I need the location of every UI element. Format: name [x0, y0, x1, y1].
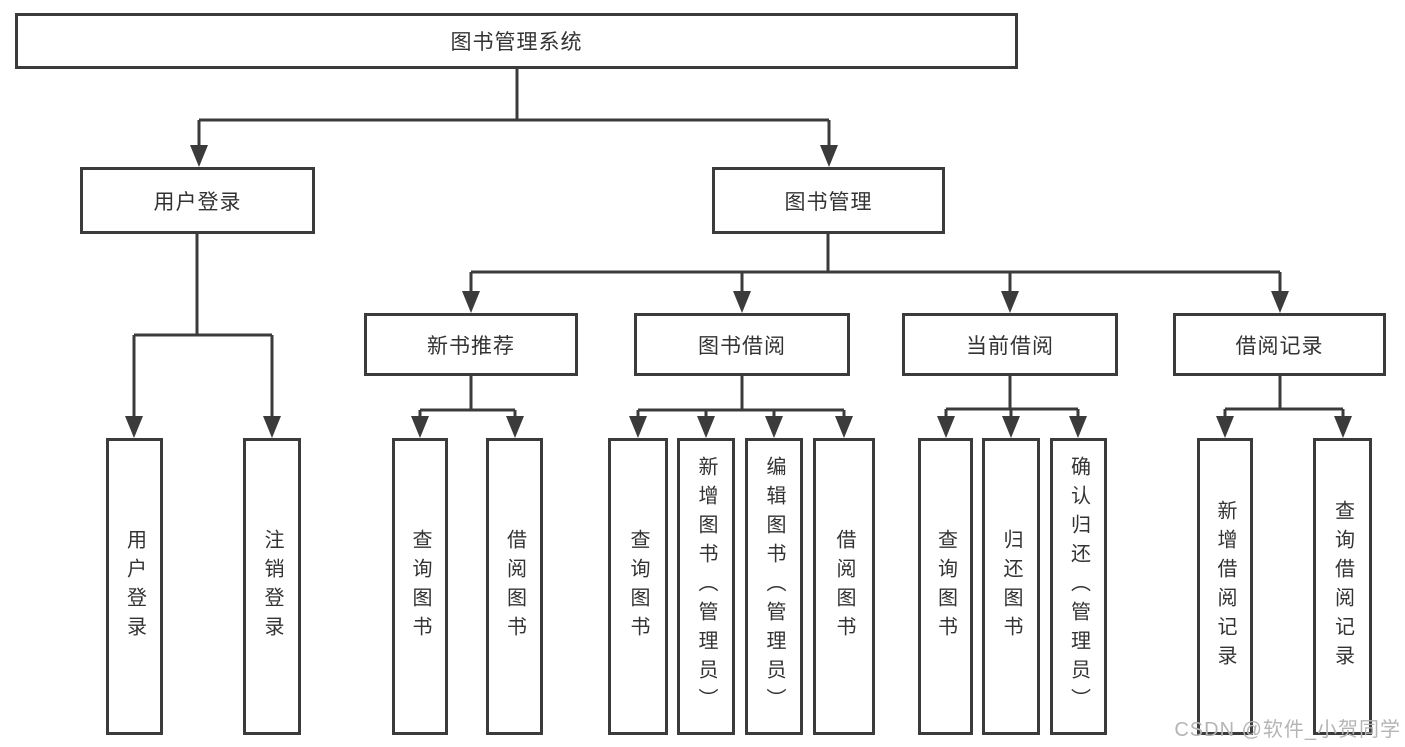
arrowhead [506, 416, 524, 438]
node-new-book-recommend: 新书推荐 [364, 313, 578, 376]
arrowhead [733, 291, 751, 313]
leaf-borrow-books: 借阅图书 [813, 438, 875, 735]
arrowhead [125, 416, 143, 438]
leaf-add-book-admin: 新增图书（管理员） [677, 438, 735, 735]
leaf-add-borrow-record: 新增借阅记录 [1197, 438, 1253, 735]
connector-userlogin-to-leaves [132, 234, 274, 416]
connector-root-to-level2 [197, 68, 831, 146]
arrowhead [1216, 416, 1234, 438]
arrowhead [820, 145, 838, 167]
leaf-edit-book-admin: 编辑图书（管理员） [745, 438, 803, 735]
leaf-query-borrow-record: 查询借阅记录 [1313, 438, 1372, 735]
arrowhead [1271, 291, 1289, 313]
node-borrow-records: 借阅记录 [1173, 313, 1386, 376]
arrowhead [411, 416, 429, 438]
leaf-confirm-return-admin: 确认归还（管理员） [1050, 438, 1107, 735]
arrowhead [937, 416, 955, 438]
connector-records-to-leaves [1223, 376, 1345, 416]
leaf-query-books-recommend: 查询图书 [392, 438, 448, 735]
connector-bookborrow-to-leaves [636, 376, 846, 416]
csdn-watermark: CSDN @软件_小贺同学 [1174, 719, 1401, 741]
node-user-login: 用户登录 [80, 167, 315, 234]
arrowhead [697, 416, 715, 438]
leaf-user-login: 用户登录 [106, 438, 163, 735]
arrowhead [1002, 416, 1020, 438]
arrowhead [1001, 291, 1019, 313]
node-root: 图书管理系统 [15, 13, 1018, 69]
arrowhead [190, 145, 208, 167]
leaf-query-books-current: 查询图书 [918, 438, 973, 735]
leaf-borrow-books-recommend: 借阅图书 [486, 438, 543, 735]
leaf-logout: 注销登录 [243, 438, 301, 735]
arrowhead [1334, 416, 1352, 438]
arrowhead [835, 416, 853, 438]
arrowhead [462, 291, 480, 313]
arrowhead [1069, 416, 1087, 438]
leaf-query-books-borrow: 查询图书 [608, 438, 668, 735]
arrowhead [765, 416, 783, 438]
connector-newbook-to-leaves [418, 376, 517, 416]
node-current-borrow: 当前借阅 [902, 313, 1118, 376]
leaf-return-books: 归还图书 [982, 438, 1040, 735]
node-book-borrow: 图书借阅 [634, 313, 850, 376]
node-book-management: 图书管理 [712, 167, 945, 234]
arrowhead [629, 416, 647, 438]
connector-bookmgmt-to-level3 [469, 234, 1282, 291]
arrowhead [263, 416, 281, 438]
connector-currentborrow-to-leaves [944, 376, 1080, 416]
